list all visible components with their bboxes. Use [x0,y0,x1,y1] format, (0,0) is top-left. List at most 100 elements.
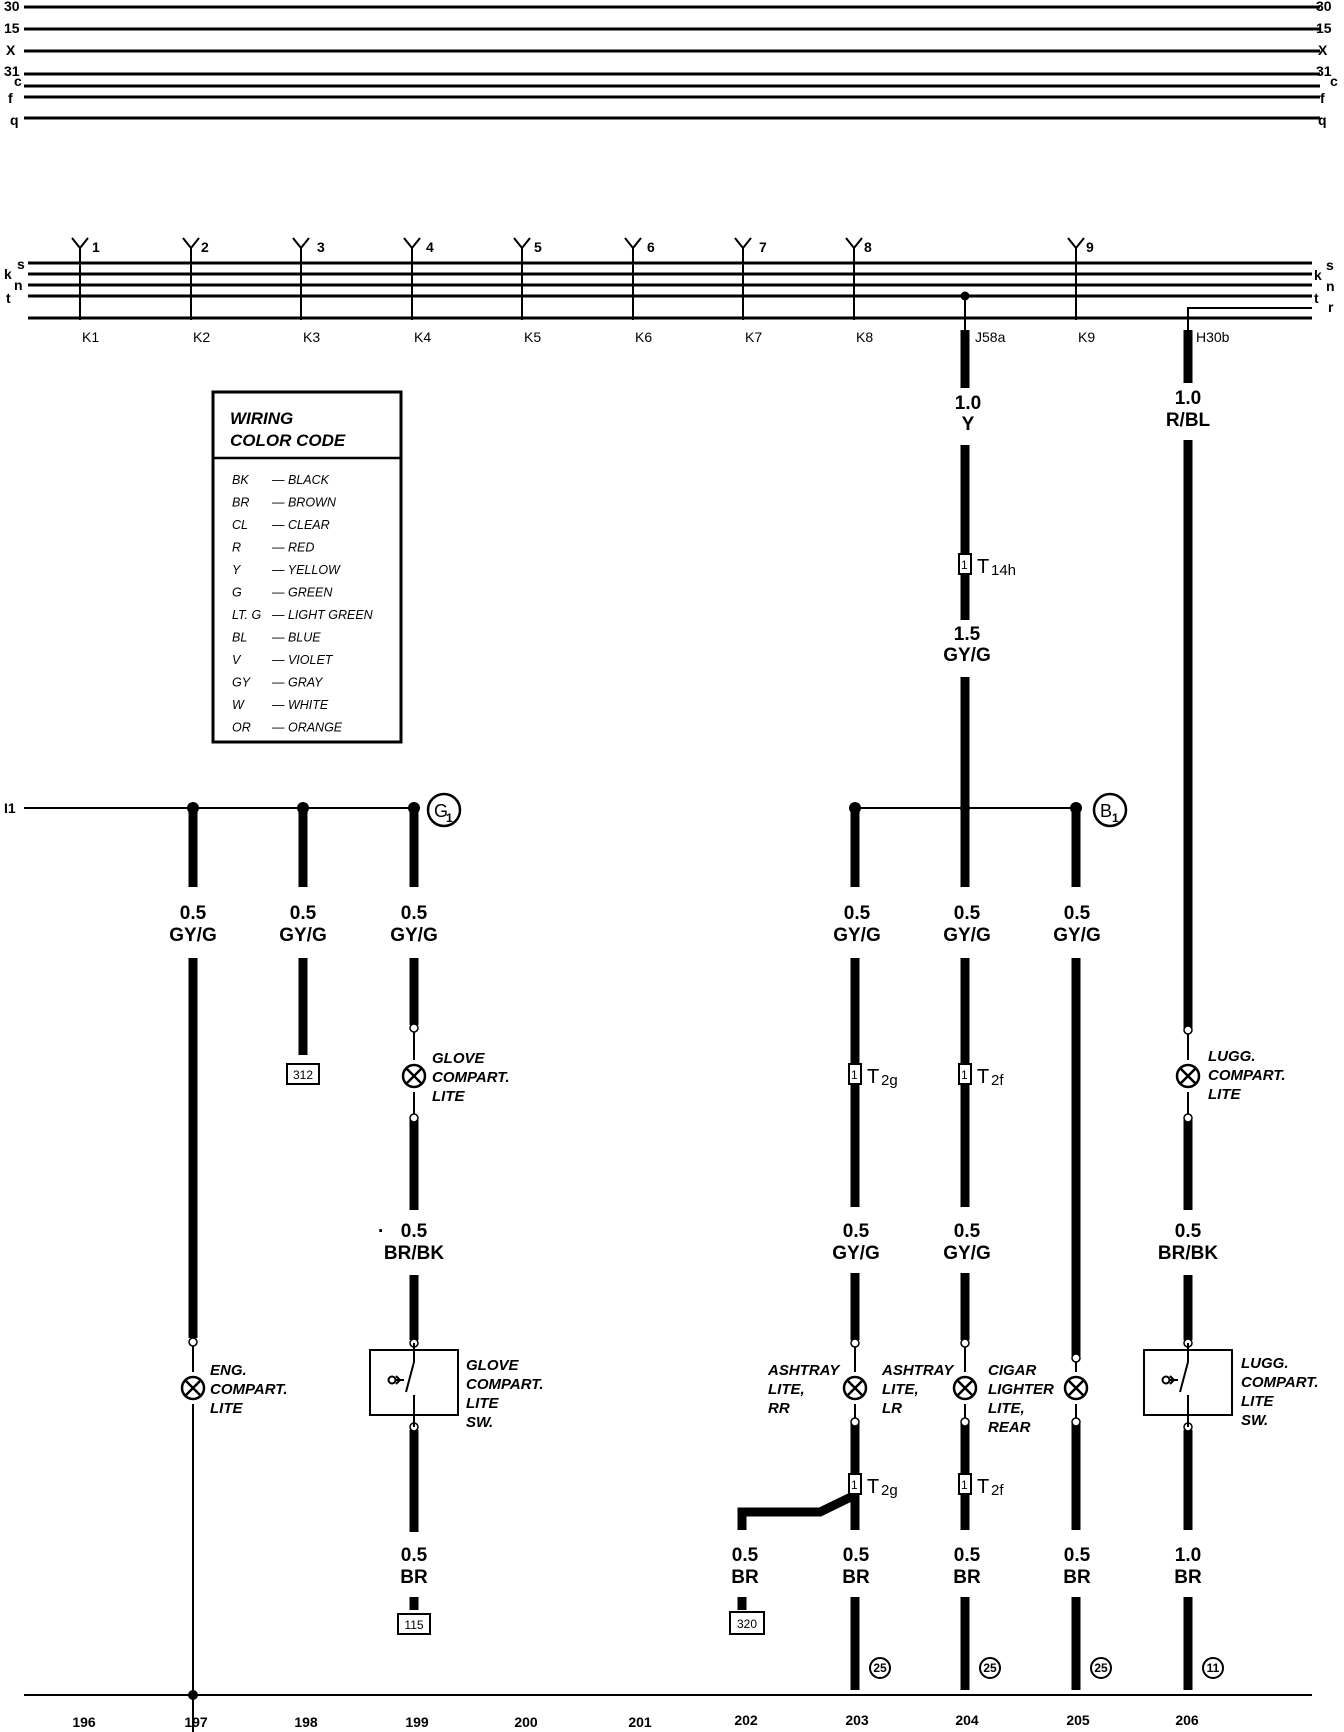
glove-compart-lite-switch [369,1343,459,1427]
svg-text:COMPART.: COMPART. [210,1381,288,1398]
svg-text:REAR: REAR [988,1419,1031,1436]
terminal-k4: K4 [414,329,431,345]
column-number-199: 199 [405,1714,429,1730]
svg-text:LITE: LITE [466,1395,499,1412]
wire-color: BR/BK [384,1243,444,1264]
svg-text:1: 1 [851,1478,858,1492]
mid-label-s-right: s [1326,257,1334,273]
column-number-204: 204 [955,1712,979,1728]
top-bus [24,5,1320,120]
wire-color: GY/G [943,925,991,946]
fuse-taps [71,237,1085,320]
junction-dots [187,291,1082,1700]
svg-text:RR: RR [768,1400,790,1417]
glove-compart-lite-label: GLOVE COMPART. LITE [432,1050,510,1105]
eng-compart-lite-lamp-icon [180,1375,206,1401]
svg-text:1: 1 [851,1068,858,1082]
node-b1: B 1 [1092,792,1128,828]
wire-size: 0.5 [180,903,207,924]
node-g1: G 1 [426,792,462,828]
svg-text:14h: 14h [991,562,1016,579]
terminal-labels: K1 K2 K3 K4 K5 K6 K7 K8 J58a K9 H30b [82,329,1230,345]
terminal-k7: K7 [745,329,762,345]
terminal-k2: K2 [193,329,210,345]
svg-text:LITE: LITE [432,1088,465,1105]
terminal-k5: K5 [524,329,541,345]
wire-color: GY/G [279,925,327,946]
ground-markers: 25 25 25 11 [869,1657,1224,1679]
wire-size: 0.5 [732,1545,759,1566]
fuse-number-4: 4 [426,239,434,255]
wire-color: GY/G [1053,925,1101,946]
stray-mark: · [378,1221,384,1242]
svg-text:115: 115 [404,1618,423,1632]
svg-text:COMPART.: COMPART. [466,1376,544,1393]
wire-color: Y [962,414,975,435]
mid-label-n: n [14,277,23,293]
svg-text:SW.: SW. [466,1414,493,1431]
svg-text:T: T [977,1476,989,1498]
bus-label-c: c [14,73,22,89]
svg-text:COMPART.: COMPART. [432,1069,510,1086]
fuse-number-9: 9 [1086,239,1094,255]
svg-text:T: T [977,1066,989,1088]
svg-text:312: 312 [293,1068,313,1082]
bus-label-x-right: X [1318,42,1328,58]
terminal-k3: K3 [303,329,320,345]
wire-size: 0.5 [843,1545,870,1566]
mid-label-s: s [17,256,25,272]
mid-label-r-right: r [1328,299,1334,315]
color-code-abbrev: GY [232,676,252,690]
color-code-name: — YELLOW [271,563,341,577]
bus-label-x: X [6,42,16,58]
color-code-name: — BROWN [271,496,337,510]
svg-text:LITE: LITE [1241,1393,1274,1410]
column-number-205: 205 [1066,1712,1090,1728]
wire-color: BR [1063,1567,1091,1588]
wire-color: BR [953,1567,981,1588]
terminal-j58a: J58a [975,329,1006,345]
lamp-icons [180,1063,1201,1401]
wire-size: 0.5 [1064,1545,1091,1566]
connector-t2f-lower: 1 T 2f [958,1473,1004,1499]
column-number-198: 198 [294,1714,318,1730]
bus-label-30-right: 30 [1316,0,1332,14]
color-code-name: — RED [271,541,314,555]
left-feed-label: I1 [4,800,16,816]
terminal-k1: K1 [82,329,99,345]
bus-label-15-right: 15 [1316,20,1332,36]
bus-label-c-right: c [1330,73,1338,89]
wire-color: BR [400,1567,428,1588]
svg-text:LR: LR [882,1400,902,1417]
terminal-k9: K9 [1078,329,1095,345]
color-code-abbrev: OR [232,721,251,735]
bus-label-31: 31 [4,63,20,79]
bus-label-31-right: 31 [1316,63,1332,79]
fuse-number-6: 6 [647,239,655,255]
wire-color: BR [731,1567,759,1588]
wire-color: GY/G [943,645,991,666]
color-code-title-2: COLOR CODE [230,431,346,450]
svg-text:2g: 2g [881,1482,898,1499]
wire-size: 0.5 [843,1221,870,1242]
lugg-compart-lite-lamp-icon [1175,1063,1201,1089]
svg-text:25: 25 [983,1661,997,1675]
column-number-203: 203 [845,1712,869,1728]
svg-text:SW.: SW. [1241,1412,1268,1429]
mid-label-t-right: t [1314,290,1319,306]
svg-text:T: T [867,1066,879,1088]
color-code-abbrev: R [232,541,241,555]
bus-label-15: 15 [4,20,20,36]
mid-label-k-right: k [1314,267,1322,283]
bus-label-30: 30 [4,0,20,14]
fuse-number-2: 2 [201,239,209,255]
svg-text:1: 1 [1112,811,1119,825]
column-number-206: 206 [1175,1712,1199,1728]
bus-label-f: f [8,90,13,106]
column-number-201: 201 [628,1714,652,1730]
svg-text:ASHTRAY: ASHTRAY [881,1362,955,1379]
svg-text:ENG.: ENG. [210,1362,247,1379]
ground-25-col205: 25 [1090,1657,1112,1679]
color-code-abbrev: LT. G [232,608,261,622]
